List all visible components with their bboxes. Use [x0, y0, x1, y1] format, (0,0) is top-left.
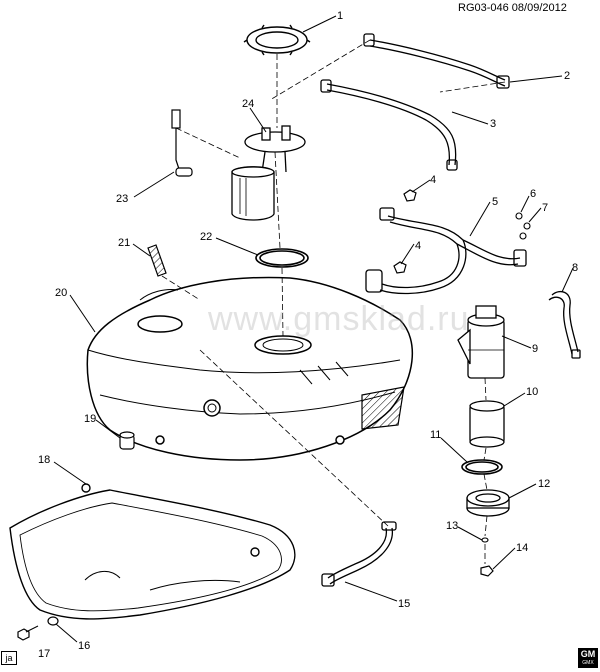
callout-21: 21	[118, 237, 131, 249]
callout-17: 17	[38, 648, 51, 660]
washer-part-16	[47, 616, 59, 626]
fuel-pump-module-part-24	[231, 125, 306, 221]
callout-24: 24	[242, 98, 255, 110]
nut-part-17	[17, 628, 30, 641]
callout-12: 12	[538, 478, 551, 490]
callout-4b: 4	[415, 240, 422, 252]
callout-4a: 4	[430, 174, 437, 186]
filter-element-part-10	[469, 400, 505, 448]
lock-ring-part-1	[243, 24, 311, 56]
watermark: www.gmsklad.ru	[208, 300, 470, 338]
pipe-part-8	[548, 291, 581, 359]
callout-7: 7	[542, 202, 549, 214]
seal-ring-part-22	[255, 248, 309, 268]
vent-hose-part-2	[363, 33, 510, 89]
gm-logo-subtext: GMX	[582, 660, 594, 666]
o-ring-part-11	[461, 459, 503, 475]
callout-15: 15	[398, 598, 411, 610]
cap-part-12	[466, 489, 510, 517]
callout-3: 3	[490, 118, 497, 130]
callout-22: 22	[200, 231, 213, 243]
diagram-reference-code: RG03-046 08/09/2012	[458, 2, 567, 14]
callout-1: 1	[337, 10, 344, 22]
leader-lines	[25, 15, 574, 643]
callout-14: 14	[516, 542, 529, 554]
gm-logo-text: GM	[580, 649, 596, 659]
wiring-harness-part-5	[365, 207, 527, 295]
gm-logo: GM GMX	[578, 648, 598, 668]
callout-8: 8	[572, 262, 579, 274]
strap-part-21	[147, 244, 167, 277]
callout-10: 10	[526, 386, 539, 398]
heat-shield-part-18	[9, 483, 296, 620]
fuel-filter-part-9	[457, 305, 505, 379]
fuel-tank-part-20	[86, 276, 413, 461]
callout-11: 11	[430, 429, 442, 441]
level-sender-part-23	[171, 109, 193, 177]
drain-plug-part-14	[480, 565, 494, 577]
callout-13: 13	[446, 520, 459, 532]
fastener-part-7	[519, 222, 531, 240]
seal-part-13	[481, 537, 489, 543]
alignment-lines	[161, 39, 506, 564]
callout-19: 19	[84, 413, 97, 425]
callout-5: 5	[492, 196, 499, 208]
callout-20: 20	[55, 287, 68, 299]
callout-23: 23	[116, 193, 129, 205]
callout-18: 18	[38, 454, 51, 466]
callout-6: 6	[530, 188, 537, 200]
grommet-part-19	[119, 431, 135, 450]
callout-9: 9	[532, 343, 539, 355]
hose-part-15	[321, 521, 397, 587]
ja-tag: ja	[1, 651, 17, 665]
clip-part-4	[393, 189, 417, 274]
callout-16: 16	[78, 640, 91, 652]
fuel-feed-hose-part-3	[320, 79, 458, 171]
callout-2: 2	[564, 70, 571, 82]
fastener-part-6	[515, 212, 523, 220]
